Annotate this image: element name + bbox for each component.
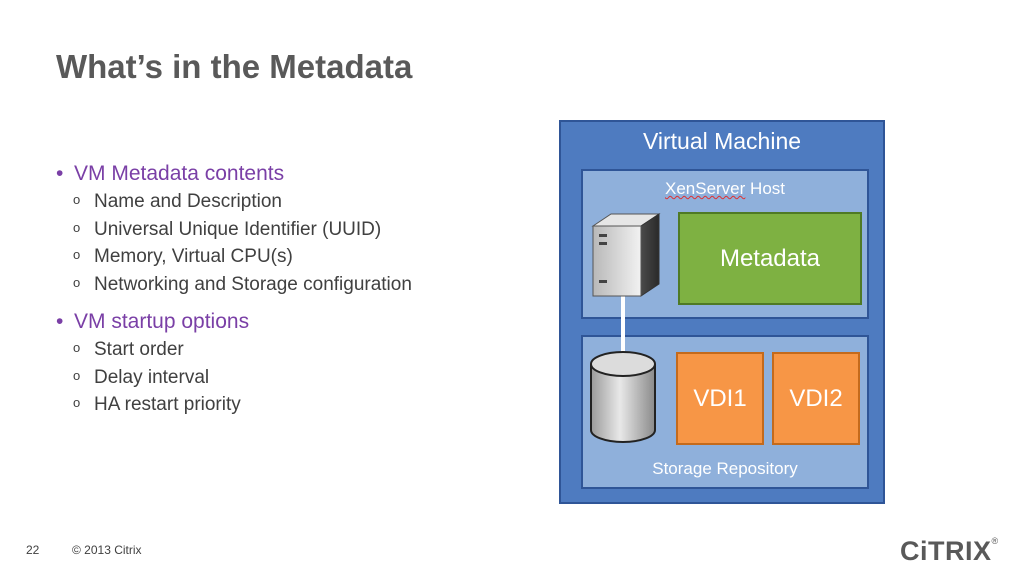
sub-bullet-item: o Networking and Storage configuration bbox=[56, 271, 526, 299]
host-label-rest: Host bbox=[745, 179, 785, 198]
virtual-machine-box: Virtual Machine XenServer Host Metadata … bbox=[559, 120, 885, 504]
sub-bullet-circle-icon: o bbox=[73, 192, 81, 207]
metadata-box: Metadata bbox=[678, 212, 862, 305]
bullet-heading-startup-options: • VM startup options bbox=[56, 308, 526, 336]
slide-title: What’s in the Metadata bbox=[56, 48, 413, 85]
sub-bullet-item: o Name and Description bbox=[56, 188, 526, 216]
logo-text: CiTRIX bbox=[900, 536, 992, 566]
copyright-text: © 2013 Citrix bbox=[72, 543, 142, 557]
sub-bullet-text: Name and Description bbox=[94, 191, 282, 212]
bullet-heading-metadata-contents: • VM Metadata contents bbox=[56, 160, 526, 188]
sub-bullet-text: Start order bbox=[94, 339, 184, 360]
sub-bullet-text: Delay interval bbox=[94, 366, 210, 388]
sub-bullet-item: o Start order bbox=[56, 336, 526, 364]
sub-bullet-item: o Delay interval bbox=[56, 364, 526, 392]
sub-bullet-circle-icon: o bbox=[73, 219, 81, 235]
sub-bullet-text: HA restart priority bbox=[94, 394, 241, 415]
bullet-dot-icon: • bbox=[56, 310, 64, 333]
sub-bullet-item: o HA restart priority bbox=[56, 391, 526, 419]
vdi2-box: VDI2 bbox=[772, 352, 860, 445]
citrix-logo: CiTRIX® bbox=[900, 536, 999, 567]
sub-bullet-item: o Universal Unique Identifier (UUID) bbox=[56, 216, 526, 244]
sub-bullet-item: o Memory, Virtual CPU(s) bbox=[56, 243, 526, 271]
sub-bullet-circle-icon: o bbox=[73, 274, 81, 290]
storage-repository-label: Storage Repository bbox=[652, 459, 798, 478]
page-number: 22 bbox=[26, 543, 40, 557]
sub-bullet-text: Universal Unique Identifier (UUID) bbox=[94, 218, 382, 240]
sub-bullet-circle-icon: o bbox=[73, 395, 81, 410]
virtual-machine-label: Virtual Machine bbox=[642, 128, 802, 154]
registered-mark: ® bbox=[991, 536, 999, 546]
host-storage-connector bbox=[621, 296, 625, 354]
sub-bullet-circle-icon: o bbox=[73, 367, 81, 383]
sub-bullet-text: Memory, Virtual CPU(s) bbox=[94, 246, 293, 267]
server-icon bbox=[591, 213, 661, 297]
sub-bullet-text: Networking and Storage configuration bbox=[94, 273, 412, 295]
bullet-dot-icon: • bbox=[56, 162, 64, 185]
bullet-heading-text: VM startup options bbox=[74, 310, 250, 333]
storage-cylinder-icon bbox=[590, 351, 656, 443]
bullet-list: • VM Metadata contents o Name and Descript… bbox=[56, 156, 526, 419]
sub-bullet-circle-icon: o bbox=[73, 247, 81, 262]
xenserver-host-label: XenServer Host bbox=[583, 179, 867, 199]
vdi1-box: VDI1 bbox=[676, 352, 764, 445]
bullet-heading-text: VM Metadata contents bbox=[74, 162, 285, 185]
sub-bullet-circle-icon: o bbox=[73, 340, 81, 355]
host-label-word: XenServer bbox=[664, 179, 746, 198]
